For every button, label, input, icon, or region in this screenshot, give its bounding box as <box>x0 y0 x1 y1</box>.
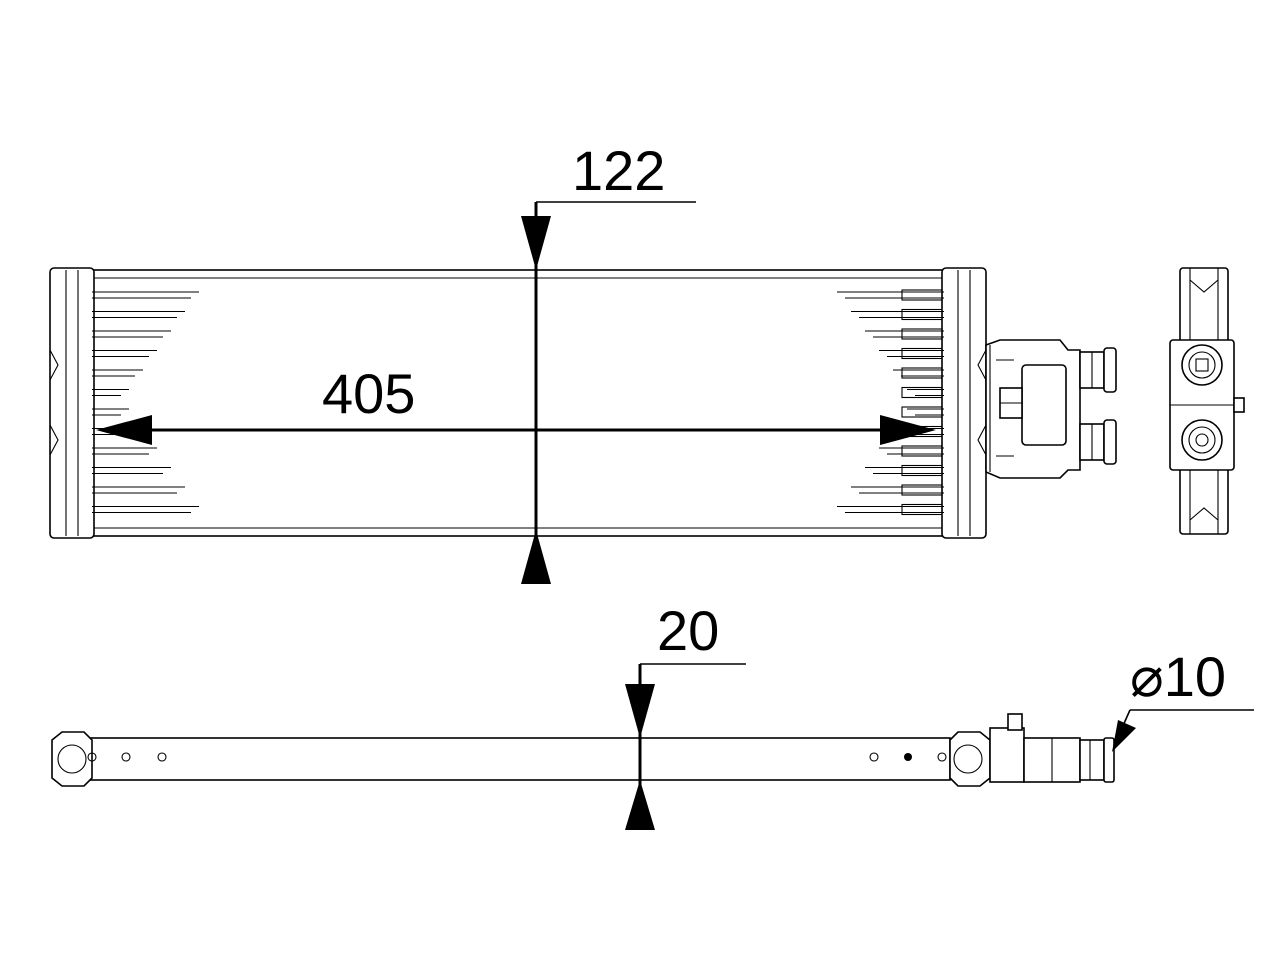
fin-tube <box>92 388 129 397</box>
thickness-dimension: 20 <box>625 599 746 830</box>
fixing-point-icon <box>904 753 912 761</box>
arrow-up-icon <box>625 780 655 830</box>
fin-tube <box>893 369 944 377</box>
fins-right <box>837 289 944 516</box>
diameter-label: 10 <box>1164 645 1226 708</box>
length-label: 405 <box>322 362 415 425</box>
fin-tube <box>901 406 943 418</box>
fin-tube <box>92 310 185 319</box>
diameter-dimension: ⌀10 <box>1112 645 1254 752</box>
fin-tube <box>92 447 157 455</box>
svg-text:⌀10: ⌀10 <box>1130 645 1226 708</box>
fin-tube <box>901 503 943 516</box>
arrow-left-icon <box>96 415 152 445</box>
left-tank <box>49 267 95 539</box>
arrow-up-icon <box>521 530 551 584</box>
fin-tube <box>851 486 944 494</box>
fins-left <box>92 291 199 514</box>
connector-block <box>985 339 1117 479</box>
fin-tube <box>901 289 943 301</box>
height-label: 122 <box>572 139 665 202</box>
right-tank <box>941 267 987 539</box>
length-dimension: 405 <box>96 362 936 445</box>
fin-tube <box>92 466 171 475</box>
arrow-leader-icon <box>1112 720 1136 752</box>
fin-tube <box>901 367 943 379</box>
fin-tube <box>865 330 944 338</box>
fin-tube <box>92 291 199 299</box>
diameter-symbol: ⌀ <box>1130 645 1164 708</box>
fin-tube <box>865 466 944 475</box>
fin-tube <box>901 445 943 457</box>
front-view: 405 122 <box>49 139 1117 584</box>
fin-tube <box>901 386 943 399</box>
fin-tube <box>901 464 943 477</box>
fin-tube <box>879 447 944 455</box>
fin-tube <box>901 347 943 360</box>
fin-tube <box>901 484 943 496</box>
fin-tube <box>92 330 171 338</box>
fin-tube <box>907 388 944 397</box>
fin-tube <box>92 486 185 494</box>
fin-tube <box>901 328 943 340</box>
fin-tube <box>837 291 944 299</box>
bottom-view: 20 ⌀10 <box>51 599 1254 830</box>
arrow-down-icon <box>521 216 551 270</box>
fin-tube <box>851 310 944 319</box>
fin-tube <box>92 408 129 416</box>
fin-tube <box>837 505 944 514</box>
fin-tube <box>879 349 944 358</box>
arrow-right-icon <box>880 415 936 445</box>
arrow-down-icon <box>625 684 655 738</box>
fin-tube <box>92 349 157 358</box>
height-dimension: 122 <box>521 139 696 584</box>
fin-tube <box>92 505 199 514</box>
thickness-label: 20 <box>657 599 719 662</box>
side-view <box>1169 267 1245 535</box>
fin-tube <box>901 308 943 321</box>
fin-tube <box>92 369 143 377</box>
fin-tube <box>907 408 944 416</box>
